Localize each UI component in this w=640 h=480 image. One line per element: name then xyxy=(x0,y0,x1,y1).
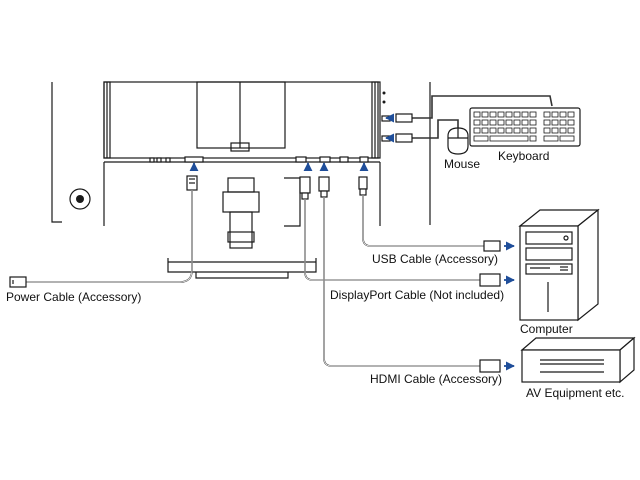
computer-icon xyxy=(518,208,600,322)
displayport-cable-label: DisplayPort Cable (Not included) xyxy=(330,288,505,302)
keyboard-label: Keyboard xyxy=(498,149,550,163)
monitor-back xyxy=(51,81,431,279)
cable-end-plugs xyxy=(9,113,501,373)
power-cable-label: Power Cable (Accessory) xyxy=(6,290,142,304)
direction-arrows xyxy=(189,113,515,371)
cables xyxy=(26,95,553,367)
mouse-label: Mouse xyxy=(444,157,481,171)
hdmi-cable-label: HDMI Cable (Accessory) xyxy=(370,372,503,386)
av-equipment-label: AV Equipment etc. xyxy=(526,386,625,400)
usb-cable-label: USB Cable (Accessory) xyxy=(372,252,499,266)
connector-plugs xyxy=(186,175,368,200)
keyboard-icon xyxy=(469,107,581,147)
av-equipment-icon xyxy=(520,336,636,384)
mouse-icon xyxy=(447,127,469,155)
computer-label: Computer xyxy=(520,322,573,336)
